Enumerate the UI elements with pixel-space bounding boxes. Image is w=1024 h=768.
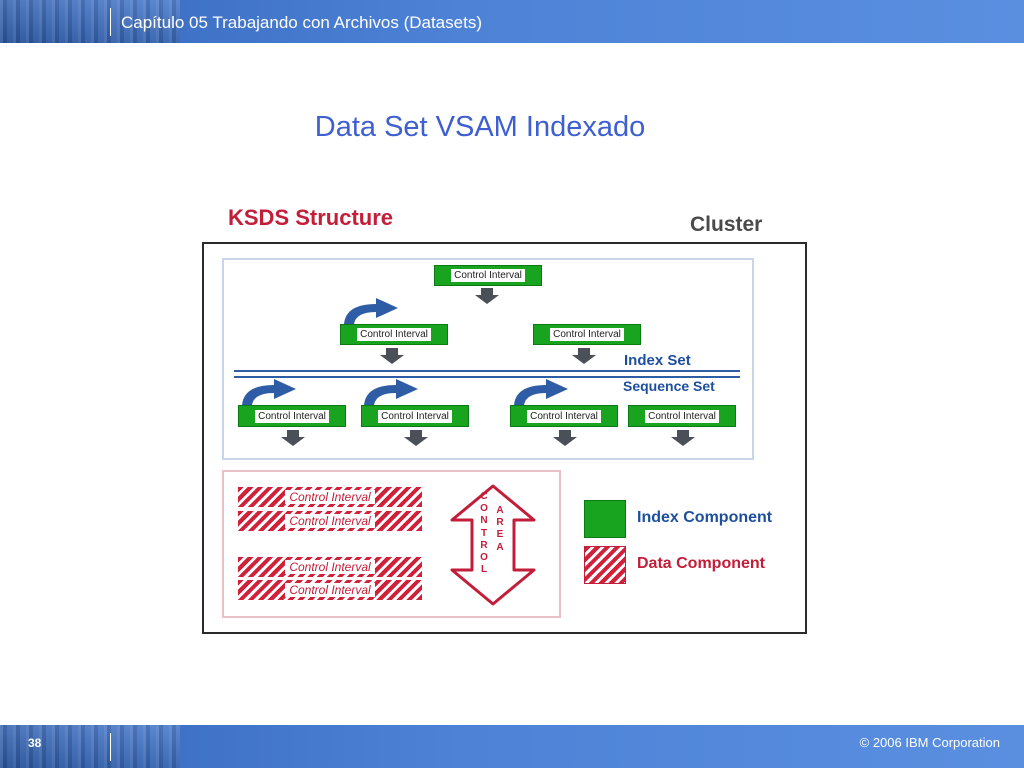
ksds-title: KSDS Structure <box>228 205 394 230</box>
copyright-text: © 2006 IBM Corporation <box>859 735 1000 750</box>
ci-label: Control Interval <box>285 560 375 574</box>
footer-pattern <box>0 725 180 768</box>
down-arrow-icon <box>281 430 305 446</box>
header-pattern <box>0 0 180 43</box>
index-ci-right: Control Interval <box>533 324 641 345</box>
ci-label: Control Interval <box>255 409 329 423</box>
legend-index-swatch <box>584 500 626 538</box>
header-title: Capítulo 05 Trabajando con Archivos (Dat… <box>121 13 482 32</box>
data-ci-2: Control Interval <box>238 511 422 531</box>
sequence-ci-4: Control Interval <box>628 405 736 427</box>
down-arrow-icon <box>553 430 577 446</box>
curved-arrow-icon <box>514 379 568 405</box>
index-ci-left: Control Interval <box>340 324 448 345</box>
control-area-double-arrow-icon <box>450 484 536 606</box>
data-ci-4: Control Interval <box>238 580 422 600</box>
index-sequence-separator <box>234 370 740 378</box>
ci-label: Control Interval <box>285 490 375 504</box>
control-area-label-area: A R E A <box>496 505 504 553</box>
index-ci-top: Control Interval <box>434 265 542 286</box>
sequence-ci-3: Control Interval <box>510 405 618 427</box>
legend-data-label: Data Component <box>637 555 765 572</box>
ci-label: Control Interval <box>550 328 624 341</box>
curved-arrow-icon <box>242 379 296 405</box>
index-set-label: Index Set <box>624 352 691 369</box>
down-arrow-icon <box>572 348 596 364</box>
data-ci-1: Control Interval <box>238 487 422 507</box>
data-ci-3: Control Interval <box>238 557 422 577</box>
down-arrow-icon <box>475 288 499 304</box>
header-divider <box>110 8 111 36</box>
footer-bar <box>0 725 1024 768</box>
cluster-label: Cluster <box>690 213 763 236</box>
down-arrow-icon <box>404 430 428 446</box>
legend-data-swatch <box>584 546 626 584</box>
ci-label: Control Interval <box>285 514 375 528</box>
legend-index-label: Index Component <box>637 509 773 526</box>
page-number: 38 <box>28 736 42 750</box>
down-arrow-icon <box>671 430 695 446</box>
ci-label: Control Interval <box>357 328 431 341</box>
ci-label: Control Interval <box>451 269 525 282</box>
down-arrow-icon <box>380 348 404 364</box>
control-area-label-control: C O N T R O L <box>480 491 488 576</box>
curved-arrow-icon <box>344 298 398 324</box>
sequence-set-label: Sequence Set <box>623 378 715 394</box>
sequence-ci-2: Control Interval <box>361 405 469 427</box>
footer-divider <box>110 733 111 761</box>
ci-label: Control Interval <box>378 409 452 423</box>
header-bar <box>0 0 1024 43</box>
ci-label: Control Interval <box>527 409 601 423</box>
sequence-ci-1: Control Interval <box>238 405 346 427</box>
curved-arrow-icon <box>364 379 418 405</box>
ci-label: Control Interval <box>645 409 719 423</box>
ci-label: Control Interval <box>285 583 375 597</box>
slide-title: Data Set VSAM Indexado <box>314 111 646 143</box>
